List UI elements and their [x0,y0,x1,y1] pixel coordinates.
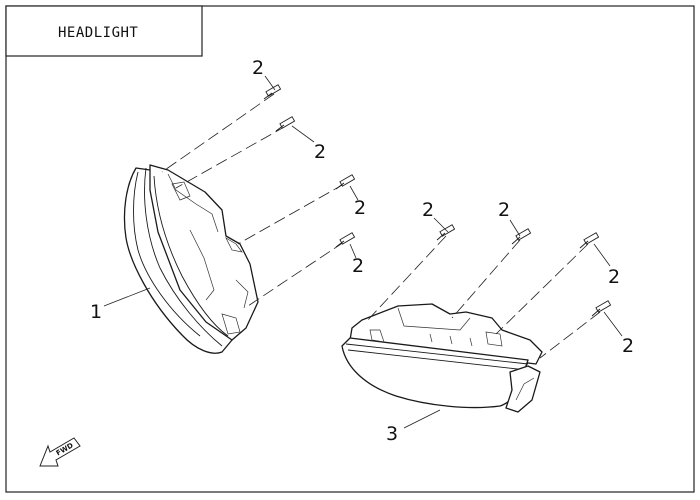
leader-line-1 [103,287,151,307]
leader-line-2h [603,311,623,337]
left-housing-inner-line [189,229,215,301]
callout-3-right-headlight: 3 [386,423,398,445]
right-bracket-detail [515,377,535,401]
right-lens-rim-line [347,349,527,371]
callout-2-left-middle: 2 [354,197,366,219]
screw-path-line [237,183,345,245]
callout-2-right-first: 2 [422,199,434,221]
right-side-bracket [505,365,541,413]
title-block: HEADLIGHT [5,5,203,57]
right-headlight-assembly [341,303,543,413]
left-lens-rim-line [133,171,201,337]
leader-line-3 [403,409,441,429]
screw-top-left-2 [175,116,296,189]
leader-line-2a [264,75,276,91]
callout-2-left-upper: 2 [314,141,326,163]
screw-top-left-4 [247,232,356,307]
callout-2-right-fourth: 2 [622,335,634,357]
left-bezel-line [144,167,223,347]
screw-right-4 [539,300,612,359]
leader-line-2g [593,243,611,267]
screw-right-1 [365,224,456,323]
screw-path-line [247,241,345,307]
drawing-border [5,5,695,493]
diagram-title: HEADLIGHT [58,25,138,41]
right-housing-rib [397,307,471,331]
screw-right-2 [451,228,532,319]
left-housing-edge-line [153,175,229,337]
leader-line-2d [349,243,357,259]
arrow-icon [39,437,81,467]
callout-2-right-third: 2 [608,266,620,288]
left-mount-tab-middle [225,237,243,253]
screw-path-line [161,93,275,173]
screw-top-left-1 [161,84,282,173]
right-mount-tab-left [369,329,385,343]
callout-2-left-lower: 2 [352,255,364,277]
leader-line-2f [509,219,521,237]
screw-right-3 [495,232,600,335]
right-housing-vents [429,333,473,347]
forward-direction-arrow: FWD [39,437,81,467]
callout-2-top: 2 [252,57,264,79]
right-bezel-line [345,343,529,365]
screw-path-line [539,311,601,359]
left-housing-rib [167,173,219,233]
screw-path-line [451,239,521,319]
screw-path-line [365,235,447,323]
left-headlight-assembly [123,164,259,354]
right-mount-tab-right [485,331,503,347]
callout-1-left-headlight: 1 [90,301,102,323]
leader-line-2c [349,185,359,201]
screw-path-line [175,125,287,189]
leader-line-2b [291,125,315,143]
screw-path-line [495,243,589,335]
left-connector [235,279,249,309]
left-mount-tab-bottom [221,313,241,335]
title-box [5,5,203,57]
screw-top-left-3 [237,174,356,245]
leader-line-2e [433,217,449,233]
left-mount-tab-top [171,181,191,201]
left-headlight-housing [149,164,259,341]
callout-2-right-second: 2 [498,199,510,221]
